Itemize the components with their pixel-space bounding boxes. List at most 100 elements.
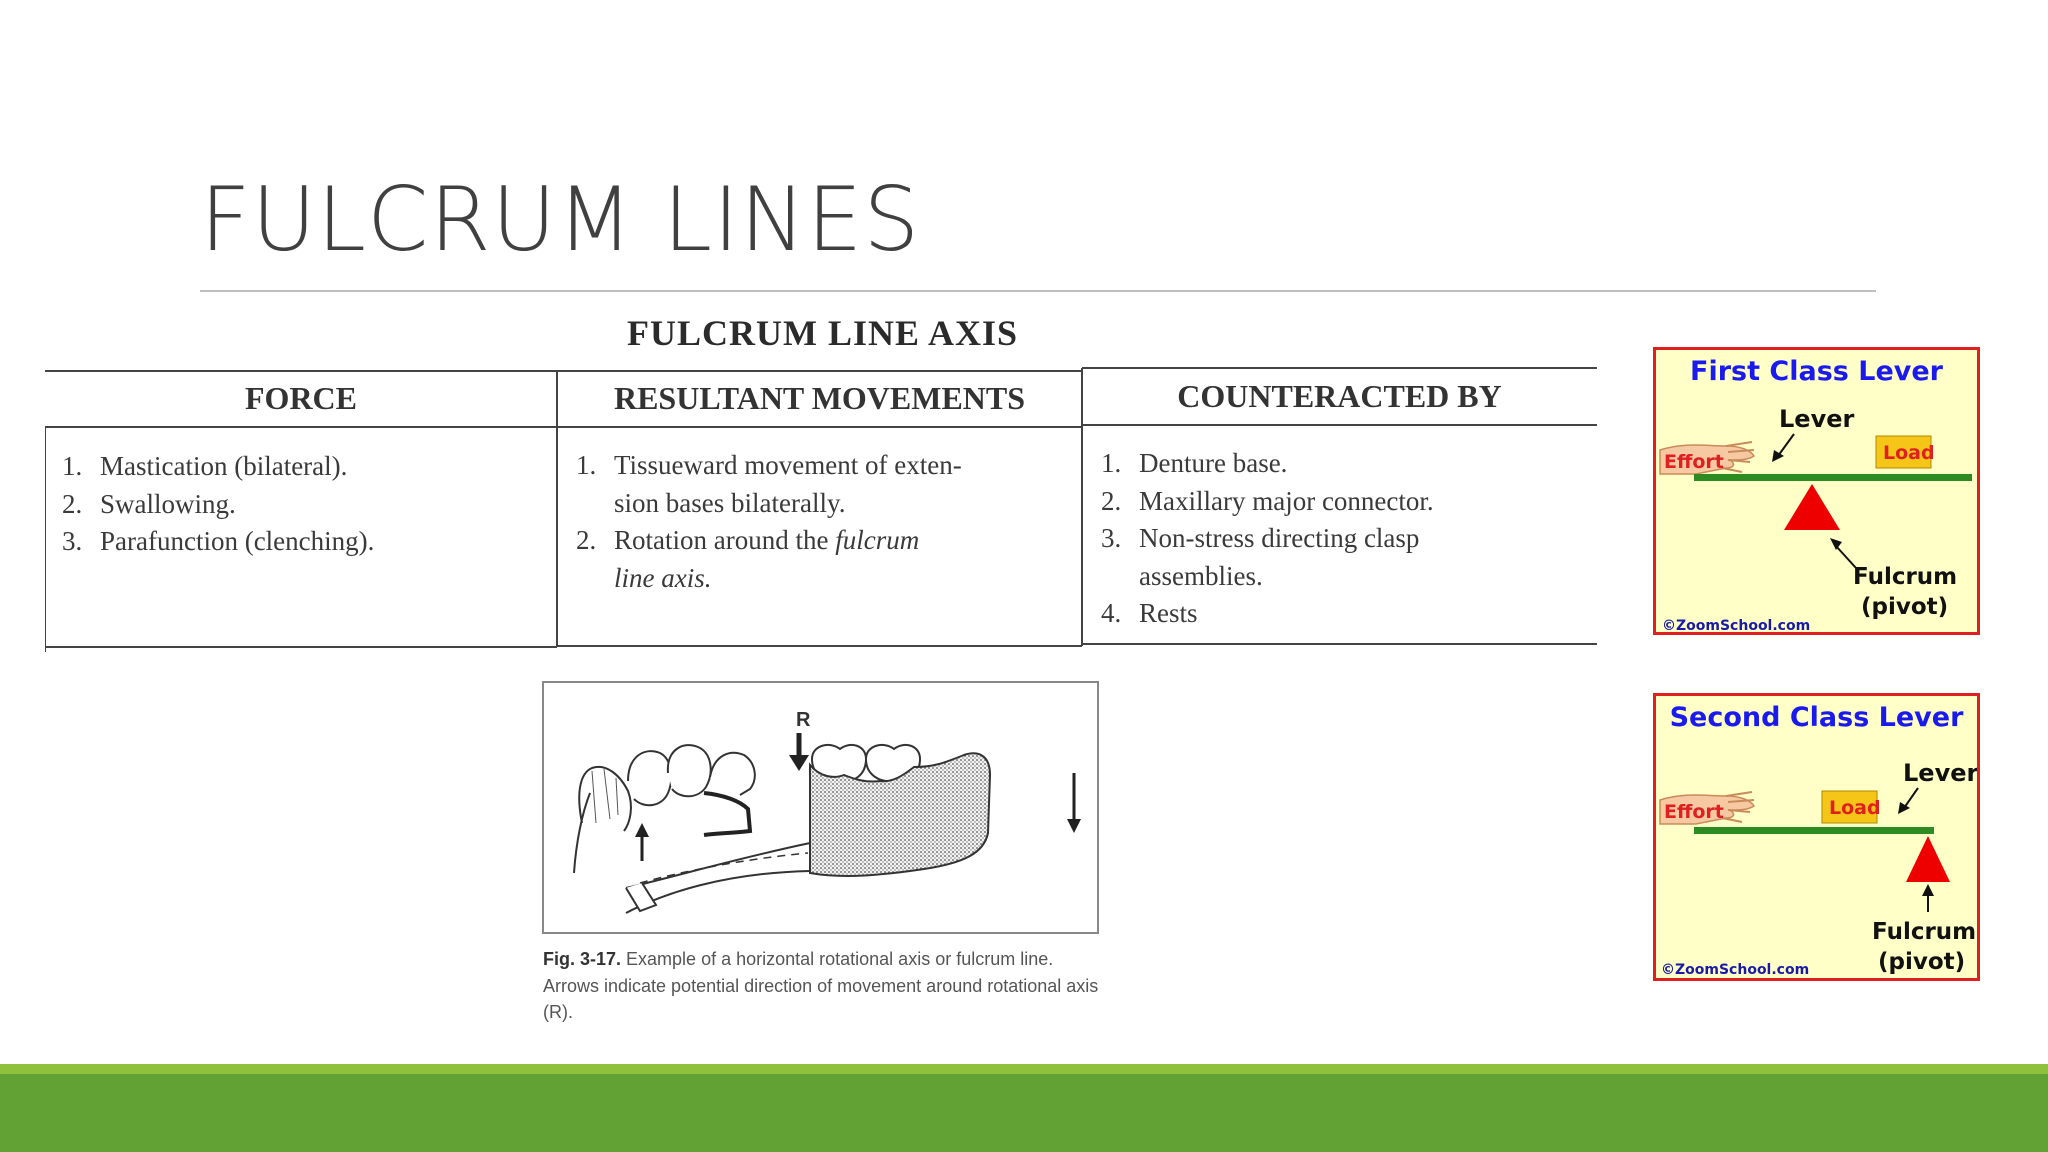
table-top-rule — [557, 370, 1082, 372]
figure-caption-text: Example of a horizontal rotational axis … — [543, 949, 1099, 1022]
item-number: 1. — [1101, 448, 1122, 478]
figure-caption: Fig. 3-17. Example of a horizontal rotat… — [543, 946, 1103, 1026]
lever-label: Lever — [1903, 759, 1977, 787]
lever-card-title: First Class Lever — [1690, 356, 1943, 387]
upward-movement-arrow-head — [635, 823, 649, 837]
item-text: Tissueward movement of exten- — [614, 450, 962, 480]
list-item: 4. Rests — [1101, 595, 1581, 633]
column-header-counteracted-by: COUNTERACTED BY — [1177, 378, 1502, 414]
mandible-illustration: R — [573, 709, 1081, 914]
table-bottom-rule — [1082, 643, 1597, 645]
second-class-lever-card: Second Class Lever Lever Effort Load Ful… — [1653, 693, 1980, 981]
fulcrum-triangle — [1784, 484, 1840, 530]
tooth-detail — [591, 768, 619, 824]
table-heading: FULCRUM LINE AXIS — [626, 313, 1019, 353]
column-header-force: FORCE — [245, 380, 357, 416]
fulcrum-pointer-head — [1922, 884, 1934, 896]
lever-pointer — [1903, 787, 1919, 809]
slide-title: FULCRUM LINES — [200, 168, 921, 271]
first-class-lever-card: First Class Lever Lever Effort Load Fulc… — [1653, 347, 1980, 635]
mandible-figure: R — [542, 681, 1099, 934]
item-text: Rotation around the — [614, 525, 829, 555]
fulcrum-pointer — [1835, 545, 1857, 569]
footer-bar — [0, 1064, 2048, 1152]
list-item: 1. Denture base. — [1101, 445, 1581, 483]
list-item: 3.Parafunction (clenching). — [62, 523, 532, 561]
item-text: sion bases bilaterally. — [614, 487, 846, 518]
credit-label: ©ZoomSchool.com — [1662, 618, 1810, 632]
item-text-italic: line axis. — [614, 562, 712, 593]
item-text: Mastication (bilateral). — [100, 451, 348, 481]
item-number: 2. — [1101, 485, 1122, 516]
item-text: Rests — [1139, 598, 1198, 628]
load-box — [1875, 435, 1932, 469]
table-header-rule — [557, 426, 1082, 428]
list-item: 1. Mastication (bilateral). — [62, 448, 532, 486]
force-list: 1. Mastication (bilateral). 2. Swallowing.… — [62, 448, 532, 561]
list-item: 3. Non-stress directing clasp assemblies. — [1101, 520, 1581, 595]
item-text: assemblies. — [1139, 560, 1263, 591]
item-number: 4. — [1101, 598, 1122, 628]
denture-base — [809, 752, 992, 877]
effort-label: Effort — [1664, 801, 1724, 823]
item-text: Parafunction (clenching). — [100, 526, 375, 556]
title-divider — [200, 290, 1876, 292]
table-left-edge — [45, 428, 46, 652]
fulcrum-label: Fulcrum — [1853, 564, 1957, 590]
effort-label: Effort — [1664, 451, 1724, 473]
counteracted-by-list: 1. Denture base. 2. Maxillary major connec… — [1101, 445, 1581, 633]
table-top-rule — [45, 370, 557, 372]
table-top-rule — [1082, 367, 1597, 369]
premolar-tooth — [627, 750, 673, 807]
abutment-tooth — [709, 751, 756, 796]
hand-finger-lines — [1721, 791, 1755, 823]
list-item: 2. Maxillary major connector. — [1101, 483, 1581, 521]
item-number: 2. — [62, 488, 83, 519]
lever-pointer-head — [1898, 802, 1910, 814]
lever-card-title: Second Class Lever — [1669, 702, 1964, 733]
clasp — [703, 791, 753, 837]
item-number: 1. — [576, 450, 597, 480]
item-text: Denture base. — [1139, 448, 1288, 478]
list-item: 2. Rotation around the fulcrum line axis. — [576, 522, 1066, 597]
rotation-axis-label: R — [796, 709, 811, 731]
item-number: 2. — [576, 525, 597, 555]
column-header-resultant-movements: RESULTANT MOVEMENTS — [613, 380, 1026, 416]
table-bottom-rule — [557, 645, 1082, 647]
load-box — [1821, 790, 1878, 824]
premolar-tooth — [666, 744, 712, 798]
table-header-rule — [45, 426, 557, 428]
list-item: 1. Tissueward movement of exten-sion base… — [576, 447, 1066, 522]
figure-caption-label: Fig. 3-17. — [543, 949, 622, 969]
footer-accent-stripe — [0, 1064, 2048, 1074]
pivot-label: (pivot) — [1878, 949, 1965, 975]
pivot-label: (pivot) — [1861, 594, 1948, 620]
lever-pointer — [1777, 433, 1795, 457]
resultant-movements-list: 1. Tissueward movement of exten-sion base… — [576, 447, 1066, 597]
first-class-lever-diagram: Lever Effort Load Fulcrum (pivot) ©ZoomS… — [1659, 405, 1972, 632]
item-text-italic: fulcrum — [835, 525, 920, 555]
credit-label: ©ZoomSchool.com — [1661, 962, 1809, 978]
load-label: Load — [1829, 797, 1881, 819]
fulcrum-triangle — [1906, 836, 1950, 882]
rotation-arrow-head — [789, 755, 809, 771]
major-connector-outline — [639, 852, 809, 884]
fulcrum-label: Fulcrum — [1872, 919, 1976, 945]
item-text: Maxillary major connector. — [1139, 485, 1434, 516]
item-number: 1. — [62, 451, 83, 481]
hand-finger-lines — [1721, 441, 1755, 473]
item-text: Swallowing. — [100, 488, 236, 519]
table-column-divider — [556, 371, 558, 647]
lever-label: Lever — [1779, 405, 1854, 433]
lever-pointer-head — [1772, 450, 1784, 462]
fulcrum-pointer-head — [1830, 538, 1842, 550]
lever-bar — [1694, 827, 1934, 834]
table-column-divider — [1081, 368, 1083, 646]
item-number: 3. — [1101, 523, 1122, 553]
table-header-rule — [1082, 424, 1597, 426]
item-text: Non-stress directing clasp — [1139, 523, 1420, 553]
second-class-lever-diagram: Lever Effort Load Fulcrum (pivot) ©ZoomS… — [1659, 759, 1977, 978]
table-bottom-rule — [45, 646, 557, 648]
lever-bar — [1694, 474, 1972, 481]
lingual-bar-end — [625, 882, 658, 913]
